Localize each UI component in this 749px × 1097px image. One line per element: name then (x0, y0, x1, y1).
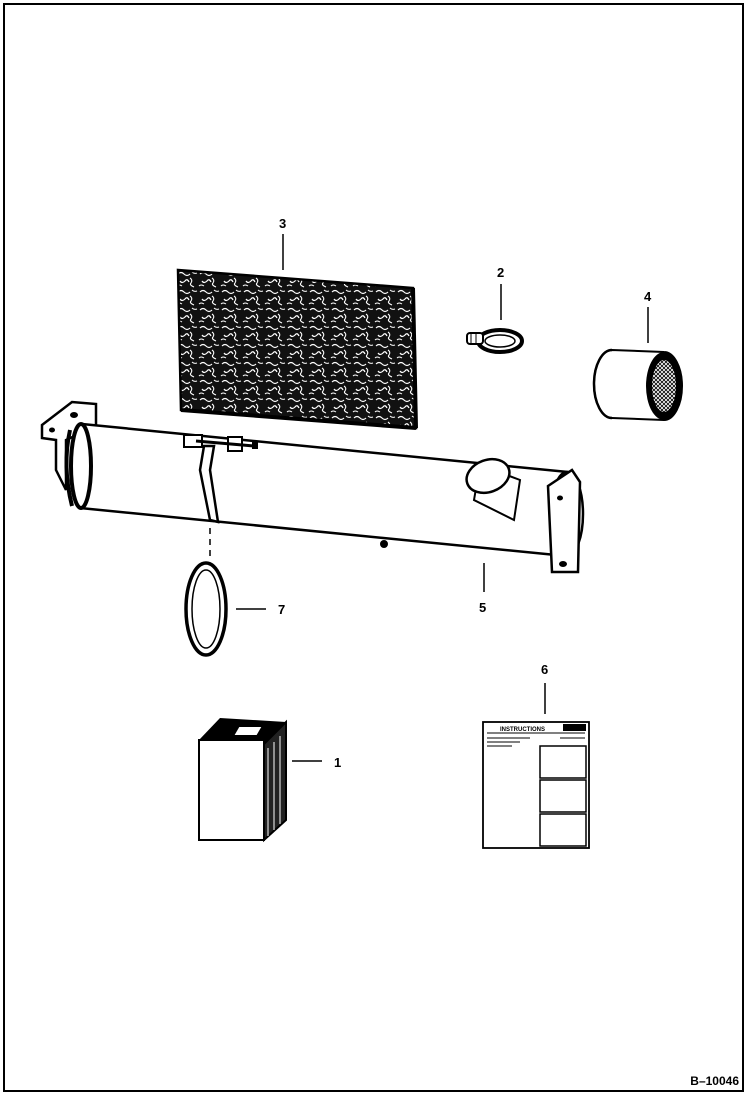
callout-4: 4 (644, 289, 652, 304)
foam-filter-pad (176, 268, 418, 430)
callout-7: 7 (278, 602, 286, 617)
callout-6: 6 (541, 662, 549, 677)
element-box (198, 718, 287, 843)
air-cleaner-housing (40, 400, 585, 574)
instruction-sheet: INSTRUCTIONS (482, 721, 590, 849)
callout-1: 1 (334, 755, 342, 770)
instruction-sheet-title: INSTRUCTIONS (500, 727, 545, 733)
figure-id-label: B–10046 (690, 1074, 739, 1088)
diagram-frame (3, 3, 744, 1092)
callout-5: 5 (479, 600, 487, 615)
callout-2: 2 (497, 265, 505, 280)
seal-ring (184, 561, 228, 657)
hose-clamp (466, 328, 524, 354)
filter-element (592, 348, 683, 422)
callout-3: 3 (279, 216, 287, 231)
